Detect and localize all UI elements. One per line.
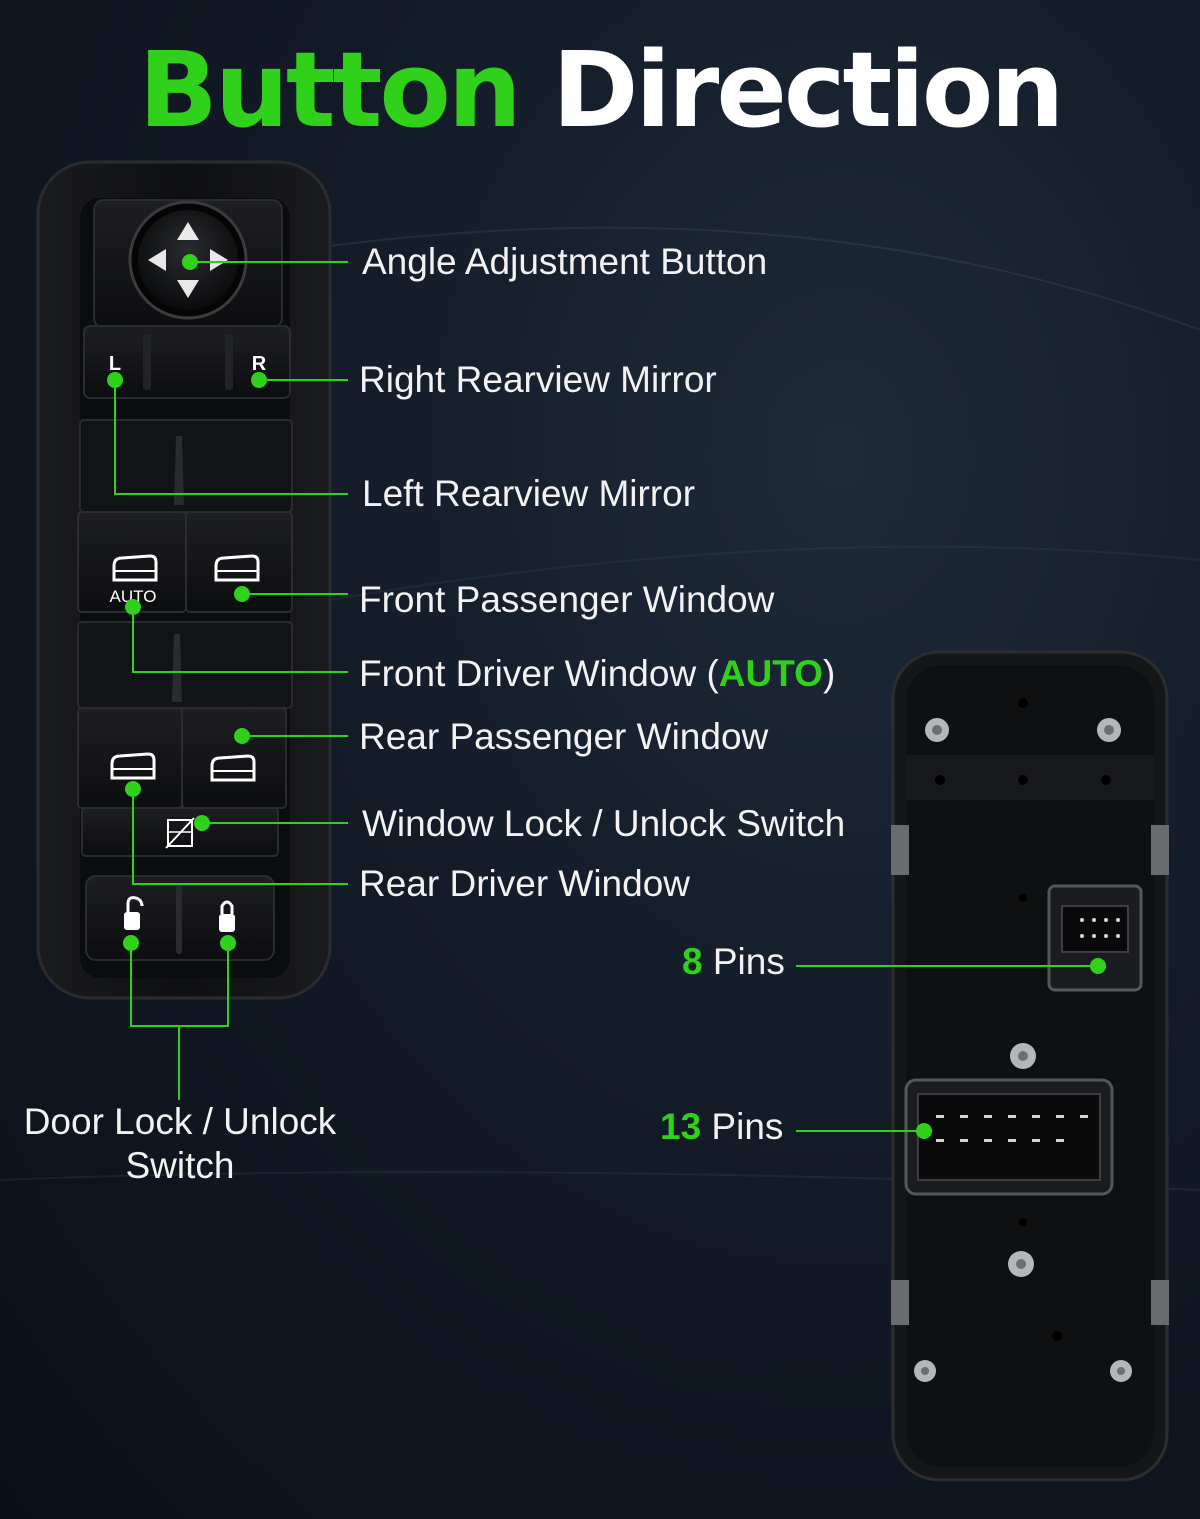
switch-panel-back xyxy=(891,650,1169,1482)
label-window-lock: Window Lock / Unlock Switch xyxy=(362,803,846,844)
label-right-mirror: Right Rearview Mirror xyxy=(359,359,717,400)
padlock-closed-icon xyxy=(219,900,235,932)
callout-dots xyxy=(107,254,1106,1139)
window-lock-icon xyxy=(165,817,195,849)
padlock-open-icon xyxy=(124,896,144,930)
label-front-driver-auto: AUTO xyxy=(718,653,823,694)
screw xyxy=(1097,718,1121,742)
callout-front-driver xyxy=(132,607,348,673)
mirror-left-marking: L xyxy=(109,353,121,375)
connector-13-pins xyxy=(904,1078,1114,1196)
label-front-driver: Front Driver Window (AUTO) xyxy=(359,652,835,696)
label-front-passenger: Front Passenger Window xyxy=(359,579,775,620)
label-rear-passenger: Rear Passenger Window xyxy=(359,716,769,757)
mirror-right-marking: R xyxy=(252,353,267,375)
label-front-driver-suffix: ) xyxy=(822,653,836,694)
callout-door-lock xyxy=(130,943,229,1100)
arrow-right-icon xyxy=(210,249,228,271)
label-rear-driver: Rear Driver Window xyxy=(359,863,691,904)
screw xyxy=(1110,1360,1132,1382)
label-door-lock-line2: Switch xyxy=(125,1145,235,1186)
label-8-pins: 8 Pins xyxy=(682,940,785,984)
page-title: Button Direction xyxy=(0,30,1200,150)
label-8-pins-word: Pins xyxy=(702,941,785,982)
label-13-pins: 13 Pins xyxy=(660,1105,783,1149)
auto-marking: AUTO xyxy=(110,587,157,606)
arrow-left-icon xyxy=(148,249,166,271)
label-angle-adjustment: Angle Adjustment Button xyxy=(362,241,768,282)
arrow-down-icon xyxy=(177,280,199,298)
label-13-pins-word: Pins xyxy=(701,1106,784,1147)
window-icon xyxy=(210,754,256,782)
label-front-driver-prefix: Front Driver Window ( xyxy=(359,653,719,694)
label-8-pins-number: 8 xyxy=(682,941,703,982)
title-highlight: Button xyxy=(138,29,522,151)
label-left-mirror: Left Rearview Mirror xyxy=(362,473,696,514)
callout-lines xyxy=(114,261,1098,1132)
screw xyxy=(914,1360,936,1382)
label-door-lock-line1: Door Lock / Unlock xyxy=(23,1101,337,1142)
switch-panel-front: L R AUTO xyxy=(36,160,332,1000)
callout-left-mirror xyxy=(114,380,348,495)
title-main: Direction xyxy=(552,29,1064,151)
screw xyxy=(1010,1043,1036,1069)
window-icon xyxy=(110,752,156,780)
callout-rear-driver xyxy=(132,789,348,885)
arrow-up-icon xyxy=(177,222,199,240)
connector-8-pins xyxy=(1047,884,1143,992)
screw xyxy=(1008,1251,1034,1277)
screw xyxy=(925,718,949,742)
window-icon xyxy=(214,554,260,582)
window-icon xyxy=(112,554,158,582)
label-13-pins-number: 13 xyxy=(660,1106,702,1147)
